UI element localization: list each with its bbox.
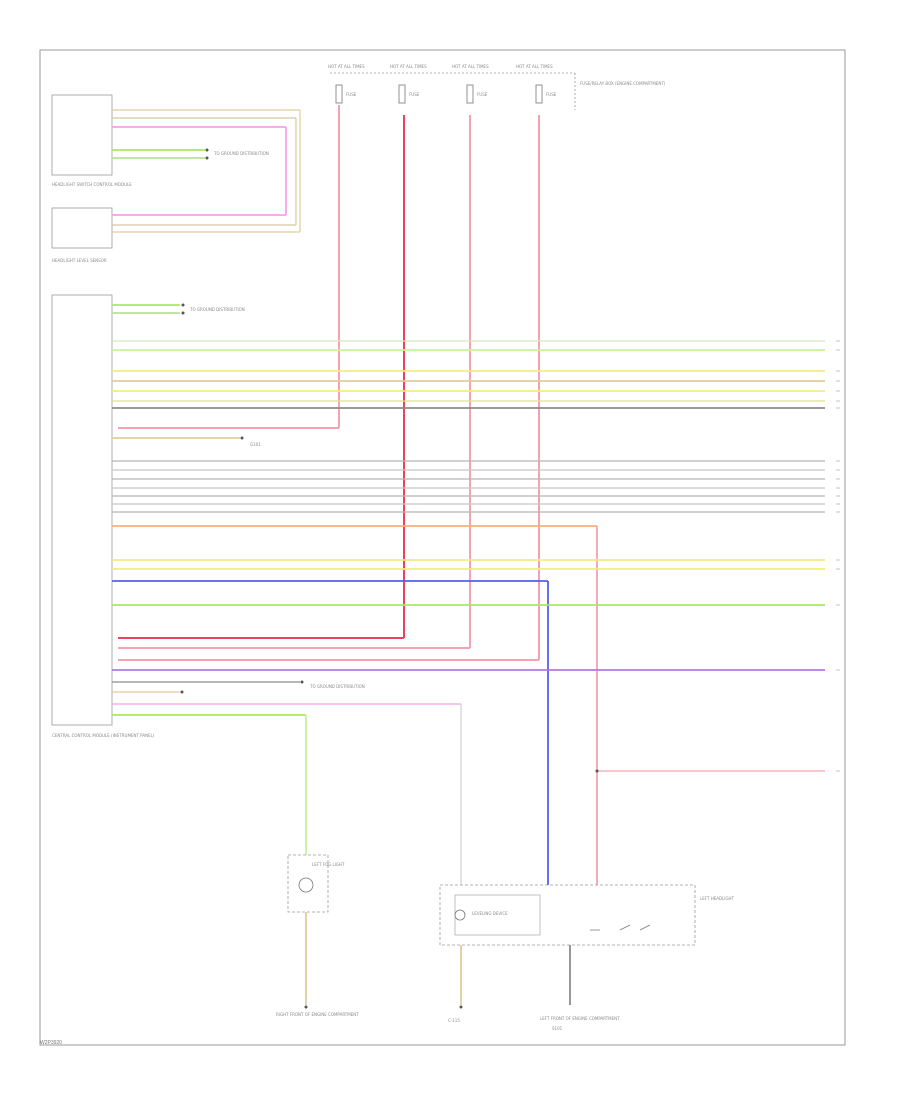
top-module: HEADLIGHT SWITCH CONTROL MODULE TO GROUN… [51, 94, 301, 232]
fuse-box-label: FUSE/RELAY BOX (ENGINE COMPARTMENT) [580, 81, 666, 86]
svg-text:FUSE: FUSE [409, 92, 420, 97]
fuse-feed-wires [118, 105, 540, 661]
diagram-code: W2P3920 [40, 1040, 62, 1046]
svg-text:TO GROUND DISTRIBUTION: TO GROUND DISTRIBUTION [309, 684, 365, 689]
svg-text:FUSE: FUSE [346, 92, 357, 97]
fuse-b: HOT AT ALL TIMES FUSE [390, 64, 427, 104]
svg-text:TO GROUND DISTRIBUTION: TO GROUND DISTRIBUTION [213, 151, 269, 156]
svg-text:HOT AT ALL TIMES: HOT AT ALL TIMES [516, 64, 553, 69]
diagram-border [39, 49, 846, 1046]
svg-text:LEVELING DEVICE: LEVELING DEVICE [472, 911, 508, 916]
svg-text:HOT AT ALL TIMES: HOT AT ALL TIMES [390, 64, 427, 69]
svg-text:HOT AT ALL TIMES: HOT AT ALL TIMES [328, 64, 365, 69]
svg-text:LEFT FOG LIGHT: LEFT FOG LIGHT [312, 862, 345, 867]
svg-text:LEFT HEADLIGHT: LEFT HEADLIGHT [700, 896, 735, 901]
svg-text:FUSE: FUSE [477, 92, 488, 97]
svg-text:FUSE: FUSE [546, 92, 557, 97]
svg-text:HEADLIGHT SWITCH CONTROL MODUL: HEADLIGHT SWITCH CONTROL MODULE [52, 182, 132, 187]
svg-text:TO GROUND DISTRIBUTION: TO GROUND DISTRIBUTION [189, 307, 245, 312]
headlight-assembly: LEFT HEADLIGHT LEVELING DEVICE C-115 LEF… [439, 884, 735, 1031]
fuse-a: HOT AT ALL TIMES FUSE [328, 64, 365, 104]
fuse-block: HOT AT ALL TIMES FUSE HOT AT ALL TIMES F… [328, 64, 666, 110]
svg-text:HEADLIGHT LEVEL SENSOR: HEADLIGHT LEVEL SENSOR [52, 258, 107, 263]
svg-text:CENTRAL CONTROL MODULE (INSTRU: CENTRAL CONTROL MODULE (INSTRUMENT PANEL… [52, 733, 155, 738]
left-bulb: LEFT FOG LIGHT RIGHT FRONT OF ENGINE COM… [276, 854, 359, 1017]
svg-text:LEFT FRONT OF ENGINE COMPARTME: LEFT FRONT OF ENGINE COMPARTMENT [540, 1016, 620, 1021]
svg-text:S101: S101 [552, 1026, 563, 1031]
svg-text:C-115: C-115 [448, 1018, 460, 1023]
fuse-d: HOT AT ALL TIMES FUSE [516, 64, 557, 104]
fuse-c: HOT AT ALL TIMES FUSE [452, 64, 489, 104]
second-module: HEADLIGHT LEVEL SENSOR [51, 207, 300, 263]
svg-text:G101: G101 [250, 442, 261, 447]
svg-text:RIGHT FRONT OF ENGINE COMPARTM: RIGHT FRONT OF ENGINE COMPARTMENT [276, 1012, 359, 1017]
svg-text:HOT AT ALL TIMES: HOT AT ALL TIMES [452, 64, 489, 69]
main-module: CENTRAL CONTROL MODULE (INSTRUMENT PANEL… [51, 294, 825, 885]
edge-ticks [836, 340, 840, 772]
